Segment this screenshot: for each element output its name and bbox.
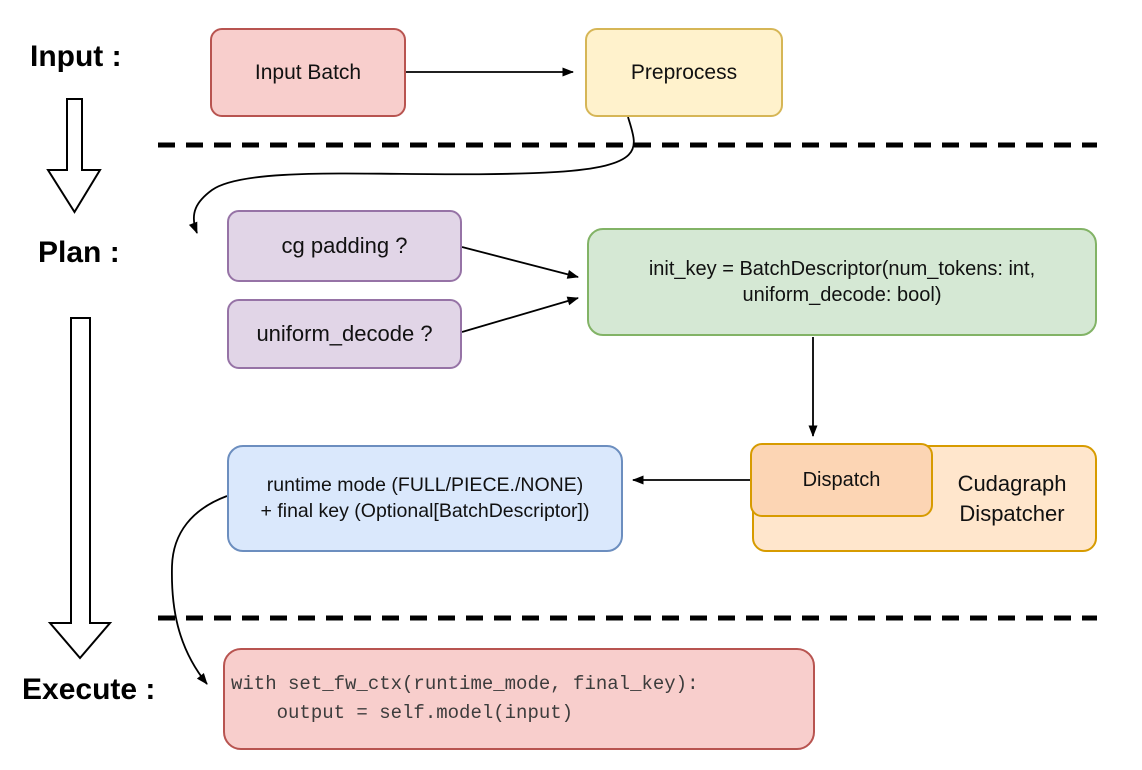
edge-cgpadding-to-initkey — [461, 246, 579, 279]
node-cudagraph-dispatcher-line1: Cudagraph — [957, 471, 1067, 497]
node-execute-code-line1: with set_fw_ctx(runtime_mode, final_key)… — [231, 672, 699, 695]
node-runtime-mode-line1: runtime mode (FULL/PIECE./NONE) — [266, 473, 584, 496]
node-dispatch-label: Dispatch — [802, 468, 881, 491]
node-runtime-mode: runtime mode (FULL/PIECE./NONE) + final … — [227, 445, 623, 552]
node-input-batch: Input Batch — [210, 28, 406, 117]
node-uniform-decode: uniform_decode ? — [227, 299, 462, 369]
edge-runtimemode-to-executecode — [171, 495, 228, 685]
node-preprocess: Preprocess — [585, 28, 783, 117]
stage-label-input: Input : — [30, 40, 122, 73]
node-cg-padding-label: cg padding ? — [281, 233, 408, 259]
node-execute-code: with set_fw_ctx(runtime_mode, final_key)… — [223, 648, 815, 750]
node-init-key-line1: init_key = BatchDescriptor(num_tokens: i… — [648, 257, 1036, 280]
node-dispatch: Dispatch — [750, 443, 933, 517]
node-init-key: init_key = BatchDescriptor(num_tokens: i… — [587, 228, 1097, 336]
node-uniform-decode-label: uniform_decode ? — [256, 321, 433, 347]
node-cg-padding: cg padding ? — [227, 210, 462, 282]
edge-uniformdecode-to-initkey — [461, 296, 579, 333]
node-input-batch-label: Input Batch — [254, 60, 362, 84]
node-preprocess-label: Preprocess — [630, 60, 738, 84]
node-execute-code-line2: output = self.model(input) — [231, 702, 574, 724]
node-cudagraph-dispatcher-line2: Dispatcher — [959, 500, 1065, 526]
stage-arrow-plan-to-execute — [47, 317, 113, 660]
stage-label-execute: Execute : — [22, 673, 156, 706]
node-cudagraph-dispatcher-label: Cudagraph Dispatcher — [931, 469, 1093, 527]
stage-label-plan: Plan : — [38, 236, 120, 269]
stage-arrow-input-to-plan — [46, 98, 102, 214]
node-init-key-line2: uniform_decode: bool) — [742, 284, 942, 306]
node-runtime-mode-line2: + final key (Optional[BatchDescriptor]) — [260, 499, 590, 522]
